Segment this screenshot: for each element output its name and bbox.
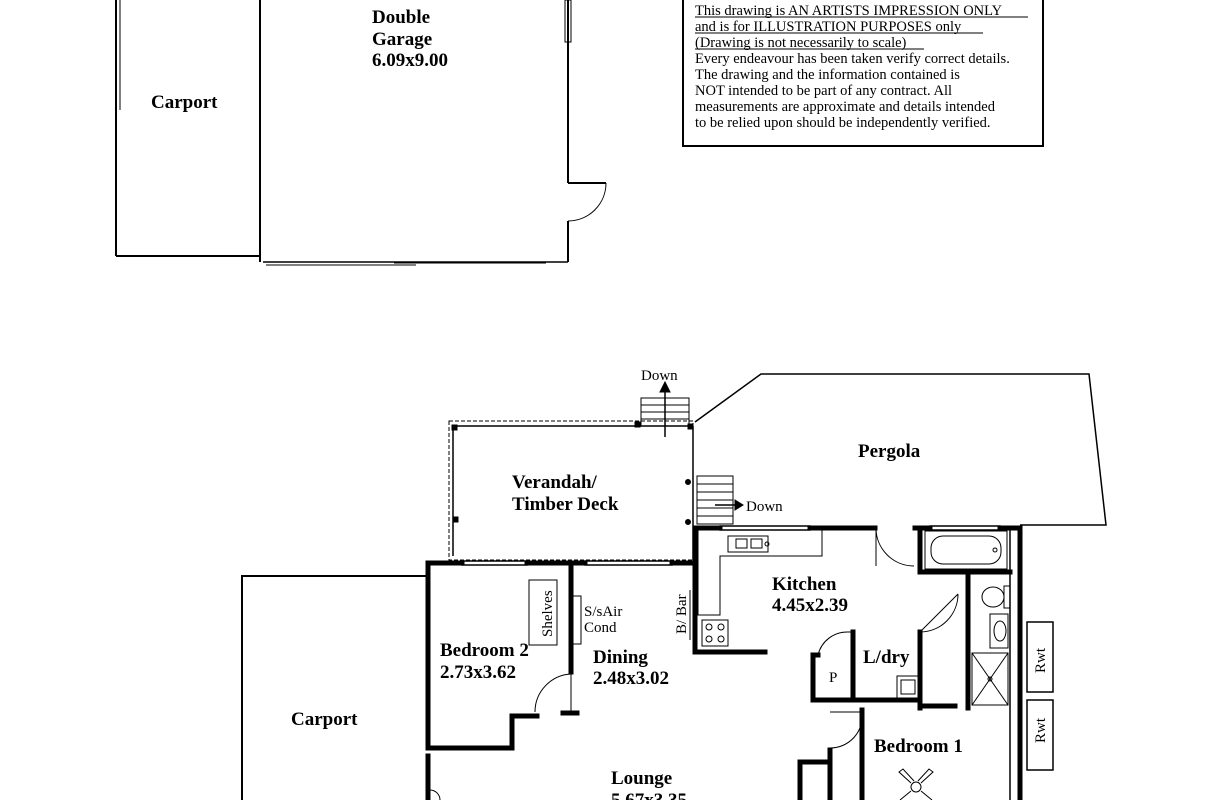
pergola-outline: [694, 373, 1107, 526]
lounge-size: 5.67x3.35: [611, 790, 687, 800]
pantry-label: P: [829, 670, 837, 686]
verandah-label-2: Timber Deck: [512, 494, 619, 515]
disclaimer-box: This drawing is AN ARTISTS IMPRESSION ON…: [682, 0, 1044, 147]
bedroom1-label: Bedroom 1: [874, 736, 963, 757]
dining-fixtures: [528, 579, 691, 646]
bottom-carport: [241, 575, 428, 800]
disclaimer-line-8: to be relied upon should be independentl…: [695, 115, 991, 131]
bathroom-fixtures: [896, 530, 1011, 706]
disclaimer-line-3: (Drawing is not necessarily to scale): [695, 35, 907, 51]
disclaimer-line-2: and is for ILLUSTRATION PURPOSES only: [695, 19, 962, 35]
rainwater-tanks: [1026, 621, 1054, 771]
disclaimer-line-7: measurements are approximate and details…: [695, 99, 996, 115]
kitchen-bench: [697, 530, 823, 647]
bottom-carport-label: Carport: [291, 709, 358, 730]
down-label-top: Down: [641, 368, 678, 384]
air-cond-label-2: Cond: [584, 620, 617, 636]
kitchen-label: Kitchen: [772, 574, 837, 595]
disclaimer-line-4: Every endeavour has been taken verify co…: [695, 51, 1010, 67]
laundry-label: L/dry: [863, 647, 910, 668]
dining-label: Dining: [593, 647, 648, 668]
door-swings: [534, 527, 959, 749]
outbuilding: [115, 0, 607, 266]
top-carport-label: Carport: [151, 92, 218, 113]
disclaimer-line-6: NOT intended to be part of any contract.…: [695, 83, 952, 99]
disclaimer-line-5: The drawing and the information containe…: [695, 67, 960, 83]
disclaimer-line-1: This drawing is AN ARTISTS IMPRESSION ON…: [695, 3, 1003, 19]
shelves-label: Shelves: [540, 590, 556, 637]
lounge-label: Lounge: [611, 768, 672, 789]
garage-label: Double: [372, 7, 430, 28]
ceiling-fan-icon: [898, 768, 934, 800]
bedroom2-size: 2.73x3.62: [440, 662, 516, 683]
down-label-side: Down: [746, 499, 783, 515]
kitchen-size: 4.45x2.39: [772, 595, 848, 616]
bar-label: B/ Bar: [674, 594, 690, 634]
top-steps: [640, 380, 690, 437]
rwt-label-2: Rwt: [1033, 717, 1049, 743]
house-walls: [425, 525, 1023, 800]
bedroom2-label: Bedroom 2: [440, 640, 529, 661]
air-cond-label: S/sAir: [584, 604, 622, 620]
rwt-label-1: Rwt: [1033, 647, 1049, 673]
pergola-label: Pergola: [858, 441, 921, 462]
verandah-label: Verandah/: [512, 472, 598, 493]
garage-label-2: Garage: [372, 29, 432, 50]
dining-size: 2.48x3.02: [593, 668, 669, 689]
side-steps: [696, 475, 744, 525]
garage-size: 6.09x9.00: [372, 50, 448, 71]
